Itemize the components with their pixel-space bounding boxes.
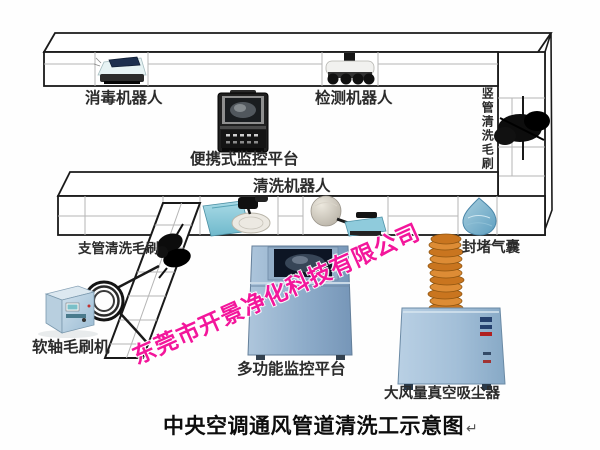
label-multifunction-monitoring-platform: 多功能监控平台 (237, 359, 346, 378)
label-cleaning-robot: 清洗机器人 (253, 176, 331, 195)
middle-duct (56, 171, 546, 236)
label-sealing-airbag: 封堵气囊 (462, 239, 520, 256)
label-vertical-duct-cleaning-brush: 竖管清洗毛刷 (480, 87, 495, 171)
page-title: 中央空调通风管道清洗工示意图↵ (163, 410, 478, 440)
page-title-text: 中央空调通风管道清洗工示意图 (163, 415, 464, 438)
sealing-airbag (462, 197, 497, 236)
vacuum-cleaner (397, 307, 506, 390)
branch-brush (156, 223, 191, 279)
label-high-volume-vacuum-cleaner: 大风量真空吸尘器 (384, 385, 500, 402)
label-portable-monitoring-platform: 便携式监控平台 (190, 149, 299, 168)
detection-robot (325, 53, 375, 85)
flexible-shaft-brush-machine (38, 285, 98, 338)
vertical-brush (494, 96, 550, 160)
top-duct (42, 32, 553, 87)
portable-monitor-case (217, 90, 269, 153)
label-detection-robot: 检测机器人 (315, 88, 393, 107)
label-flexible-shaft-brush-machine: 软轴毛刷机 (32, 337, 110, 356)
label-branch-duct-cleaning-brush: 支管清洗毛刷 (78, 241, 159, 257)
monitoring-console (247, 245, 353, 360)
disinfection-robot (93, 56, 147, 84)
label-disinfection-robot: 消毒机器人 (85, 88, 163, 107)
cleaning-robot-disc (202, 195, 271, 237)
suction-hose (427, 233, 465, 314)
paragraph-mark: ↵ (466, 420, 479, 436)
cleaning-robot-ball (310, 195, 387, 237)
hose-coil (83, 264, 160, 346)
